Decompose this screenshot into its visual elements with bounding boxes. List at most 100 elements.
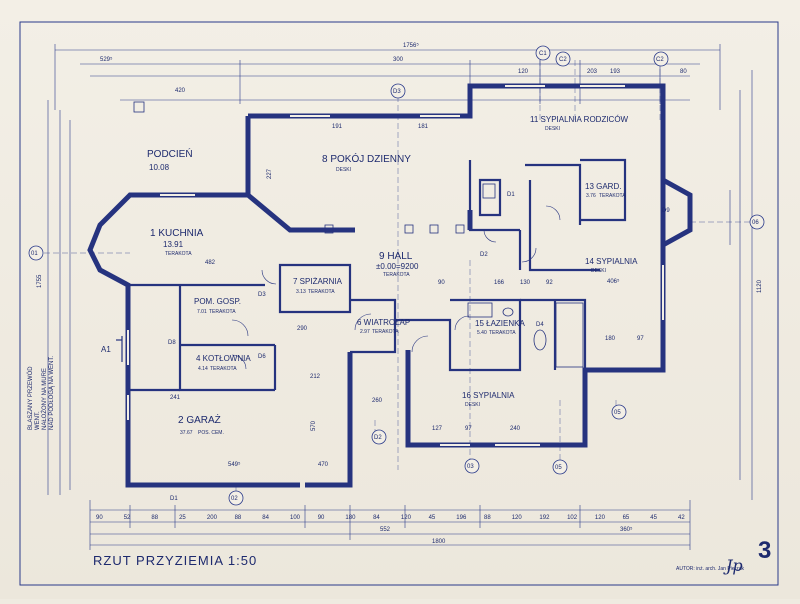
- dim-text: 84: [262, 515, 269, 521]
- room-area: 2.97: [360, 329, 370, 335]
- dim-text: 420: [175, 88, 186, 94]
- dim-text: 120: [512, 515, 523, 521]
- dim-text: 227: [267, 168, 273, 179]
- dim-text: 192: [539, 515, 550, 521]
- dim-text: 65: [623, 515, 630, 521]
- author-signature: Jp: [726, 556, 743, 575]
- dim-text: 549⁵: [228, 461, 241, 468]
- room-name: 9 HALL: [379, 251, 413, 262]
- room-area: 4.14: [198, 366, 208, 372]
- top-dimensions: 529⁵ 300 80 120 203 193: [100, 56, 687, 75]
- dim-text: 482: [205, 260, 216, 266]
- note-line: NAŁOŻONY NA MURE: [42, 368, 48, 430]
- dim-text: 290: [297, 326, 308, 332]
- dim-text: 90: [318, 515, 325, 521]
- dim-text: 45: [650, 515, 657, 521]
- door-tag: D9: [662, 208, 670, 214]
- dim-text: 25: [179, 515, 186, 521]
- overall-dimensions: 1756⁵ 1800 552 360⁵ 1755 1120: [37, 42, 763, 545]
- room-floor: TERAKOTA: [372, 329, 399, 335]
- dim-text: 92: [546, 280, 553, 286]
- room-name: 1 KUCHNIA: [150, 228, 204, 239]
- room-name: 2 GARAŻ: [178, 413, 221, 426]
- room-name: POM. GOSP.: [194, 297, 241, 306]
- dim-text: 120: [401, 515, 412, 521]
- door-tags: D1 D2 D3 D4 D6 D8 D9 D1: [168, 192, 670, 502]
- inner-dimensions: 420 227 191 181 482 290 570 549⁵ 470 241…: [170, 88, 644, 468]
- axis-label: 05: [614, 410, 621, 416]
- room-area: ±0.00=9200: [376, 262, 419, 271]
- dim-text: 80: [680, 69, 687, 75]
- room-name: 6 WIATROŁAP: [357, 318, 410, 327]
- dim-text: 180: [345, 515, 356, 521]
- dim-text: 45: [429, 515, 436, 521]
- room-area: 10.08: [149, 163, 170, 172]
- dim-text: 181: [418, 124, 429, 130]
- axis-label: C2: [656, 57, 664, 63]
- dim-text: 120: [595, 515, 606, 521]
- dim-text: 120: [518, 69, 529, 75]
- axis-label: C2: [559, 57, 567, 63]
- dim-text: 88: [235, 515, 242, 521]
- drawing-title: RZUT PRZYZIEMIA 1:50: [93, 553, 258, 568]
- door-tag: D1: [170, 496, 178, 502]
- axis-label: 03: [467, 464, 474, 470]
- note-line: NAD PODŁOGĄ NA WENT.: [49, 355, 55, 430]
- door-tag: D3: [258, 292, 266, 298]
- room-floor: TERAKOTA: [210, 366, 237, 372]
- axis-label: D3: [393, 89, 401, 95]
- room-name: 8 POKÓJ DZIENNY: [322, 152, 411, 165]
- dim-text: 241: [170, 395, 181, 401]
- dim-text: 84: [373, 515, 380, 521]
- door-tag: D1: [507, 192, 515, 198]
- note-line: BLASZANY PRZEWÓD WENT.: [28, 366, 41, 430]
- room-name: PODCIEŃ: [147, 147, 193, 160]
- side-dimension-lines: [47, 70, 753, 500]
- room-floor: TERAKOTA: [165, 251, 192, 257]
- room-area: 13.91: [163, 240, 184, 249]
- dim-text: 97: [637, 336, 644, 342]
- axis-label: 06: [752, 220, 759, 226]
- section-marker: [116, 336, 123, 362]
- room-name: 15 ŁAZIENKA: [475, 319, 525, 328]
- axis-bubbles: [28, 45, 765, 506]
- dim-text: 88: [151, 515, 158, 521]
- door-swings: [231, 205, 561, 370]
- dim-bottom: 1800: [432, 539, 446, 545]
- axis-label: 05: [555, 465, 562, 471]
- room-labels: PODCIEŃ 10.08 1 KUCHNIA 13.91 TERAKOTA 2…: [147, 115, 638, 436]
- axis-grid: [44, 60, 755, 498]
- windows: [127, 85, 664, 446]
- room-floor: DESKI: [545, 126, 560, 132]
- bottom-dimension-lines: [89, 500, 691, 550]
- axis-labels: 01 02 03 05 06 C1 C2 D3 D2 A1 05 C2: [31, 51, 759, 502]
- room-floor: TERAKOTA: [308, 289, 335, 295]
- dim-text: 42: [678, 515, 685, 521]
- room-floor: TERAKOTA: [383, 272, 410, 278]
- room-area: 37.67: [180, 430, 193, 436]
- dim-text: 240: [510, 426, 521, 432]
- dim-text: 52: [124, 515, 131, 521]
- section-label: A1: [101, 345, 111, 354]
- axis-label: 01: [31, 251, 38, 257]
- dim-text: 260: [372, 398, 383, 404]
- dim-text: 90: [96, 515, 103, 521]
- room-floor: TERAKOTA: [599, 193, 626, 199]
- dim-text: 88: [484, 515, 491, 521]
- room-name: 4 KOTŁOWNIA: [196, 354, 251, 363]
- room-floor: DESKI: [336, 167, 351, 173]
- room-floor: TERAKOTA: [209, 309, 236, 315]
- room-floor: DESKI: [591, 268, 606, 274]
- room-name: 16 SYPIALNIA: [462, 391, 515, 400]
- dim-text: 470: [318, 462, 329, 468]
- dim-text: 166: [494, 280, 505, 286]
- fixtures: [133, 101, 584, 368]
- dim-right: 1120: [757, 279, 763, 293]
- door-tag: D8: [168, 340, 176, 346]
- axis-label: C1: [539, 51, 547, 57]
- room-name: 11 SYPIALNIA RODZICÓW: [530, 115, 629, 124]
- dim-text: 191: [332, 124, 343, 130]
- dim-text: 102: [567, 515, 578, 521]
